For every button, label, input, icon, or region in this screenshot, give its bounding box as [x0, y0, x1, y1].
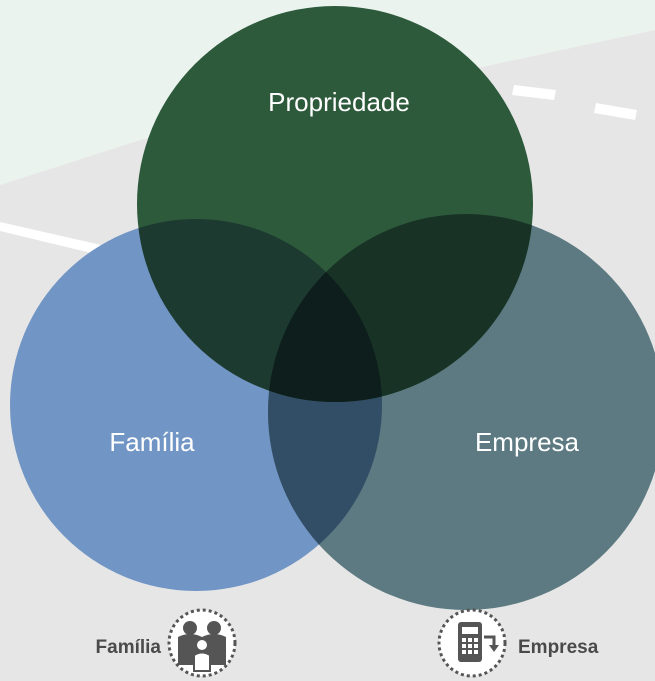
calculator-icon: [437, 608, 507, 678]
legend-empresa-label: Empresa: [518, 637, 599, 658]
propriedade-label: Propriedade: [268, 87, 410, 117]
family-icon: [167, 608, 237, 678]
road-marking: [0, 222, 110, 257]
legend-familia-label: Família: [96, 637, 162, 658]
propriedade-familia-overlap-group: [137, 219, 382, 402]
propriedade-empresa-overlap-group: [268, 214, 533, 402]
propriedade-familia-overlap: [137, 219, 382, 402]
propriedade-empresa-overlap: [268, 214, 533, 402]
road-marking: [594, 103, 637, 120]
legend-familia: Família: [96, 608, 237, 678]
empresa-label: Empresa: [475, 427, 580, 457]
road-marking: [512, 85, 556, 100]
legend-empresa: Empresa: [437, 608, 599, 678]
familia-label: Família: [109, 427, 195, 457]
